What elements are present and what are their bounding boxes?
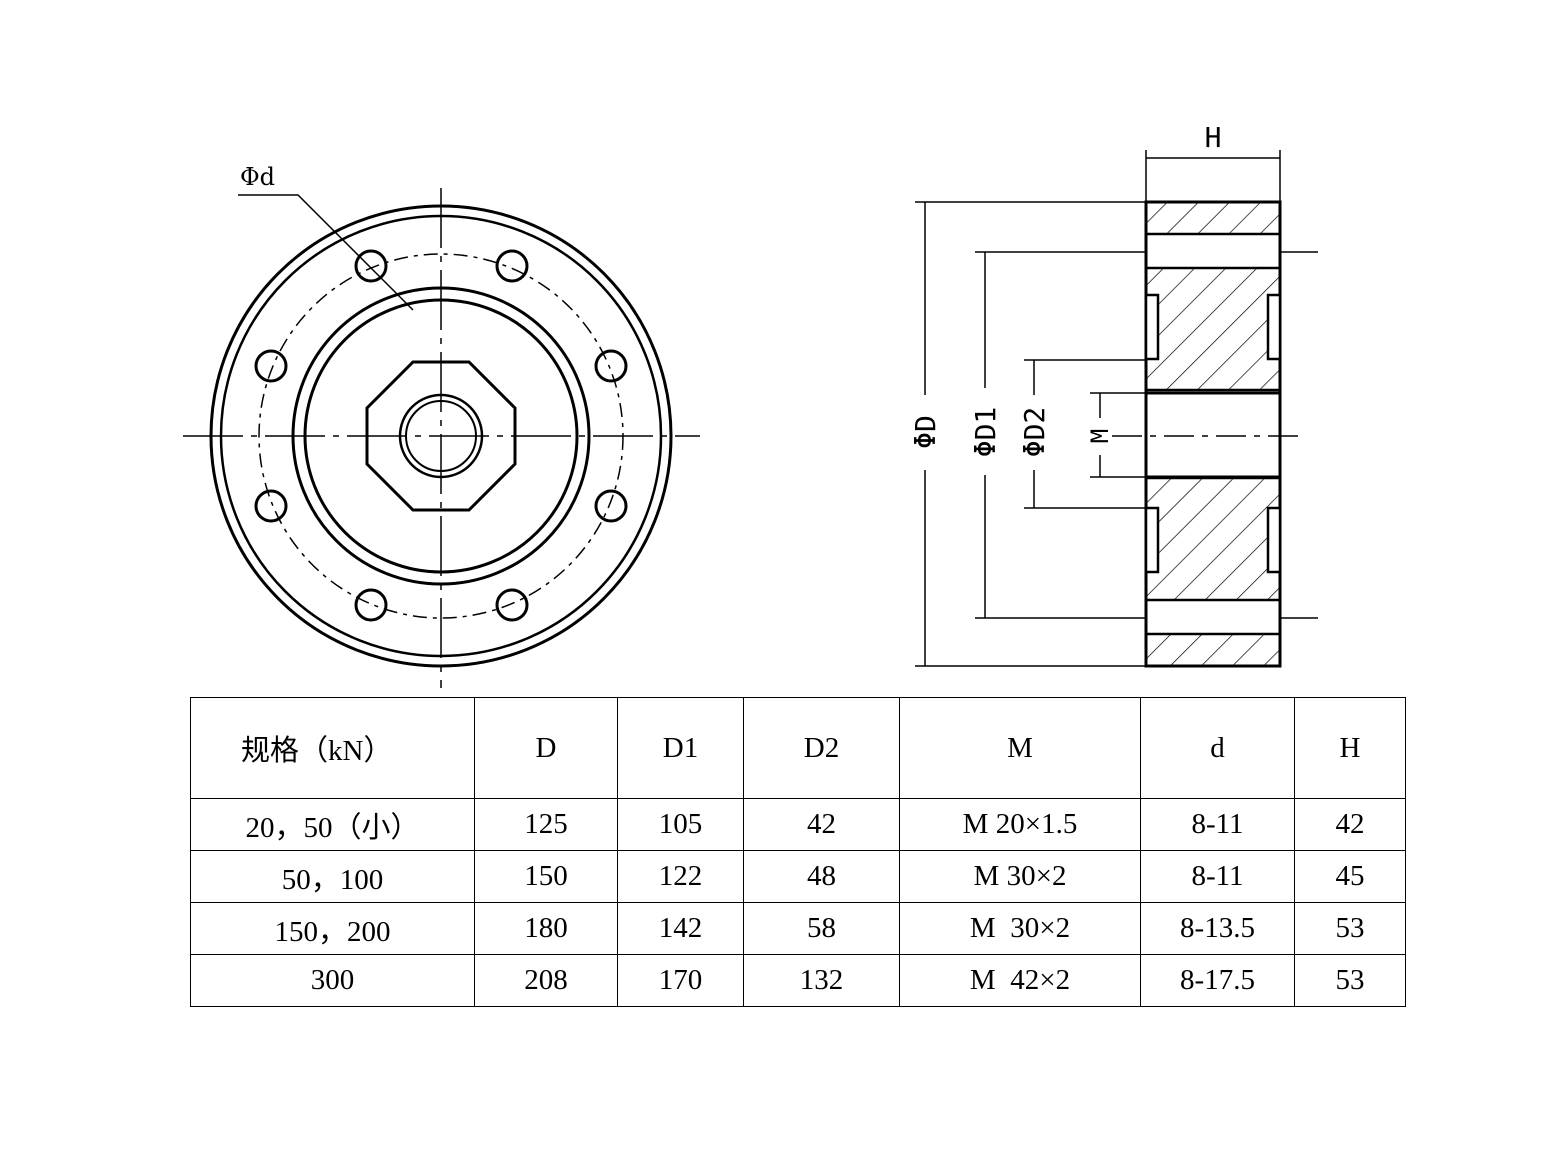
header-m: M [899, 697, 1141, 799]
bolt-hole [594, 489, 628, 523]
hole-diameter-label: Φd [240, 163, 275, 191]
cell-d1: 122 [617, 850, 744, 903]
bolt-hole [594, 349, 628, 383]
upper-body-section [1144, 266, 1282, 392]
bolt-hole [254, 489, 288, 523]
cell-spec: 20，50（小） [190, 798, 475, 851]
hole-leader-line [238, 194, 414, 311]
d1-dimension [975, 251, 1146, 619]
cell-hole-d: 8-17.5 [1140, 954, 1295, 1007]
lower-flange-section [1144, 632, 1282, 668]
dim-label-m: M [1086, 429, 1114, 443]
table-row: 150，200 180 142 58 M 30×2 8-13.5 53 [190, 902, 1406, 955]
cell-d: 150 [474, 850, 618, 903]
cell-d1: 142 [617, 902, 744, 955]
h-dimension [1145, 150, 1281, 202]
side-view [915, 150, 1318, 668]
dim-label-d: ΦD [909, 415, 942, 449]
header-d1: D1 [617, 697, 744, 799]
bolt-hole [354, 588, 388, 622]
cell-m: M 30×2 [899, 850, 1141, 903]
upper-flange-section [1144, 200, 1282, 236]
cell-spec: 300 [190, 954, 475, 1007]
table-row: 50，100 150 122 48 M 30×2 8-11 45 [190, 850, 1406, 903]
cell-d1: 170 [617, 954, 744, 1007]
cell-h: 42 [1294, 798, 1406, 851]
table-row: 300 208 170 132 M 42×2 8-17.5 53 [190, 954, 1406, 1007]
bore-inner-circle [405, 400, 477, 472]
bore-outer-circle [398, 393, 484, 479]
bolt-hole [495, 249, 529, 283]
body-inner-circle [303, 298, 579, 574]
dim-label-d2: ΦD2 [1018, 407, 1051, 458]
cell-d2: 58 [743, 902, 900, 955]
dim-label-d1: ΦD1 [969, 407, 1002, 458]
cell-d2: 42 [743, 798, 900, 851]
d2-dimension [1024, 359, 1146, 509]
outer-flange-circle [209, 204, 673, 668]
bolt-hole [354, 249, 388, 283]
body-outer-circle [291, 286, 591, 586]
cell-d2: 48 [743, 850, 900, 903]
groove-notches [1144, 293, 1282, 574]
d-dimension [915, 201, 1146, 667]
header-hole-d: d [1140, 697, 1295, 799]
spec-table: 规格（kN） D D1 D2 M d H 20，50（小） 125 105 42… [190, 697, 1406, 1007]
header-spec: 规格（kN） [190, 697, 475, 799]
front-view [183, 188, 700, 688]
m-dimension [1090, 392, 1146, 478]
header-d: D [474, 697, 618, 799]
cell-h: 53 [1294, 954, 1406, 1007]
dim-label-h: H [1205, 121, 1222, 154]
outer-flange-inner-circle [219, 214, 663, 658]
table-header-row: 规格（kN） D D1 D2 M d H [190, 697, 1406, 799]
cell-h: 45 [1294, 850, 1406, 903]
cell-d2: 132 [743, 954, 900, 1007]
header-d2: D2 [743, 697, 900, 799]
bolt-holes [254, 249, 628, 622]
cell-d1: 105 [617, 798, 744, 851]
cell-h: 53 [1294, 902, 1406, 955]
cell-spec: 150，200 [190, 902, 475, 955]
cell-spec: 50，100 [190, 850, 475, 903]
cell-hole-d: 8-11 [1140, 798, 1295, 851]
cell-m: M 30×2 [899, 902, 1141, 955]
cell-m: M 20×1.5 [899, 798, 1141, 851]
cell-d: 125 [474, 798, 618, 851]
cell-m: M 42×2 [899, 954, 1141, 1007]
lower-body-section [1144, 476, 1282, 602]
cell-d: 208 [474, 954, 618, 1007]
bolt-hole [254, 349, 288, 383]
cell-d: 180 [474, 902, 618, 955]
header-h: H [1294, 697, 1406, 799]
table-row: 20，50（小） 125 105 42 M 20×1.5 8-11 42 [190, 798, 1406, 851]
bolt-circle [258, 253, 624, 619]
cell-hole-d: 8-11 [1140, 850, 1295, 903]
cell-hole-d: 8-13.5 [1140, 902, 1295, 955]
bolt-hole [495, 588, 529, 622]
octagon-boss [365, 360, 517, 512]
threaded-bore [1144, 391, 1282, 479]
